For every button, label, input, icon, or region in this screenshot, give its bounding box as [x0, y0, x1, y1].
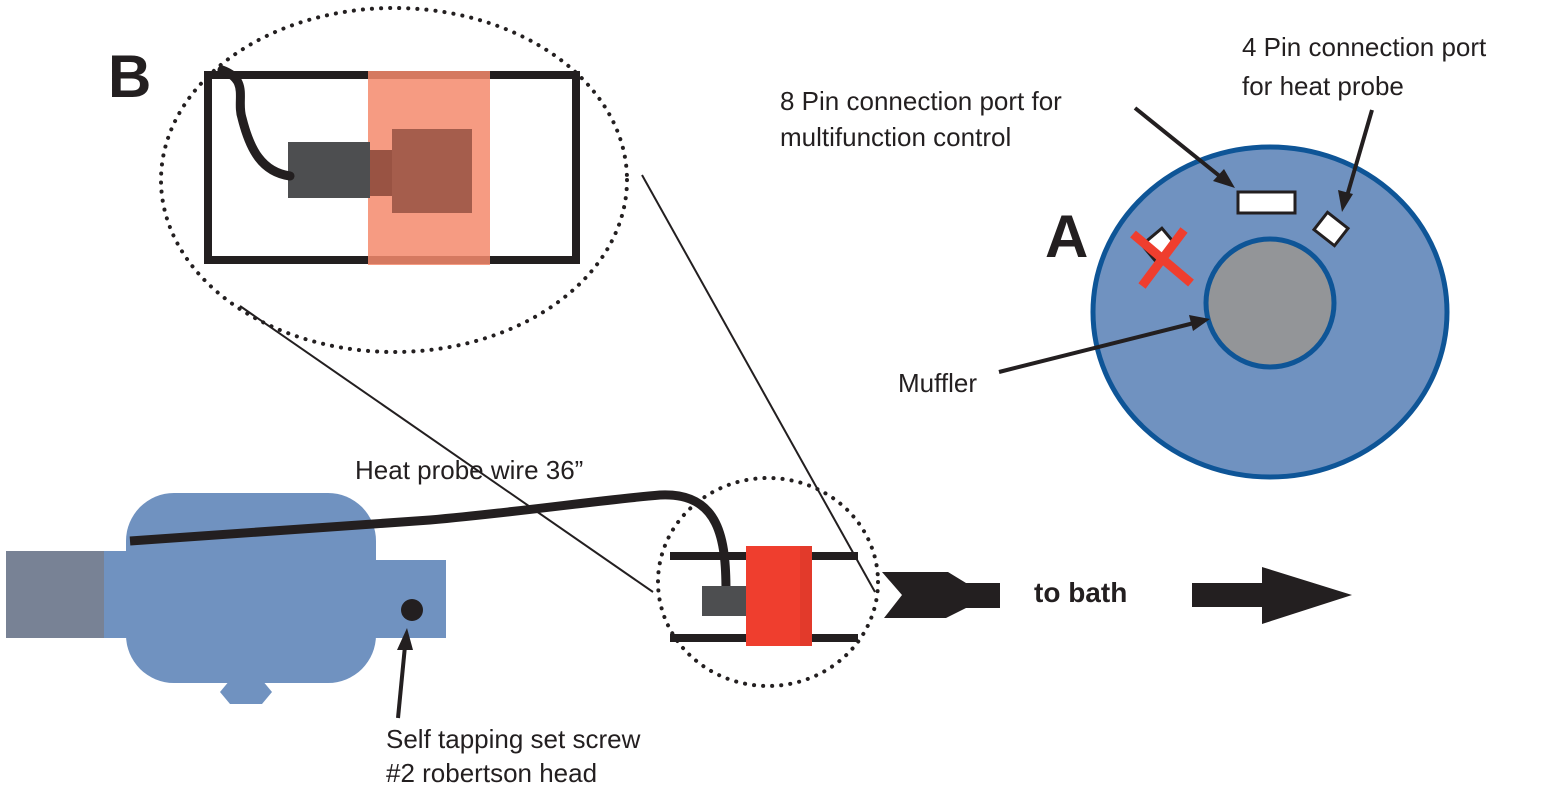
pin8-leader-arrow [1133, 106, 1235, 188]
probe-connector [702, 586, 746, 616]
pin8-connection-port [1236, 190, 1297, 215]
red-x-icon [1130, 227, 1194, 289]
set-screw-label-line2: #2 robertson head [386, 758, 597, 786]
pump-foot [220, 680, 272, 704]
pump-side-view [6, 493, 446, 704]
detail-b-probe-wire [217, 65, 295, 181]
pin8-label-line1: 8 Pin connection port for [780, 86, 1062, 116]
detail-b-probe-inner [392, 129, 472, 213]
pin8-label-line2: multifunction control [780, 122, 1011, 152]
inline-sensor-housing [656, 476, 880, 688]
to-bath-label: to bath [1034, 577, 1127, 608]
muffler-leader-arrow [998, 315, 1210, 374]
pin4-label-line2: for heat probe [1242, 71, 1404, 101]
pump-body [126, 493, 376, 683]
detail-a-label: A [1045, 203, 1088, 270]
pump-collar [104, 551, 128, 638]
pin4-leader-arrow [1338, 109, 1374, 212]
inline-callout-ellipse [656, 476, 880, 688]
detail-b-connector-line [641, 174, 876, 593]
pin4-label-line1: 4 Pin connection port [1242, 32, 1487, 62]
right-arrow-icon [1192, 567, 1352, 624]
pump-outlet-stub [374, 560, 446, 638]
muffler [1203, 236, 1337, 370]
heat-probe-wire-label: Heat probe wire 36” [355, 455, 583, 485]
set-screw-leader-arrow [396, 628, 413, 719]
detail-a: A 8 Pin connection port for multifunctio… [780, 32, 1487, 480]
set-screw-label-line1: Self tapping set screw [386, 724, 641, 754]
detail-b-label: B [108, 43, 151, 110]
pin4-connection-port [1311, 210, 1351, 248]
detail-b: B [108, 6, 876, 593]
red-sensor-sleeve-edge [800, 546, 812, 646]
detail-b-probe-body [288, 142, 370, 198]
heat-probe-wire [129, 490, 731, 593]
hose-barb [882, 572, 1000, 618]
detail-b-connector-line [239, 305, 654, 593]
muffler-label: Muffler [898, 368, 977, 398]
set-screw [401, 599, 423, 621]
detail-b-callout-ellipse [159, 6, 629, 354]
pump-end-cap [6, 551, 104, 638]
detail-b-probe-tip [370, 150, 394, 196]
